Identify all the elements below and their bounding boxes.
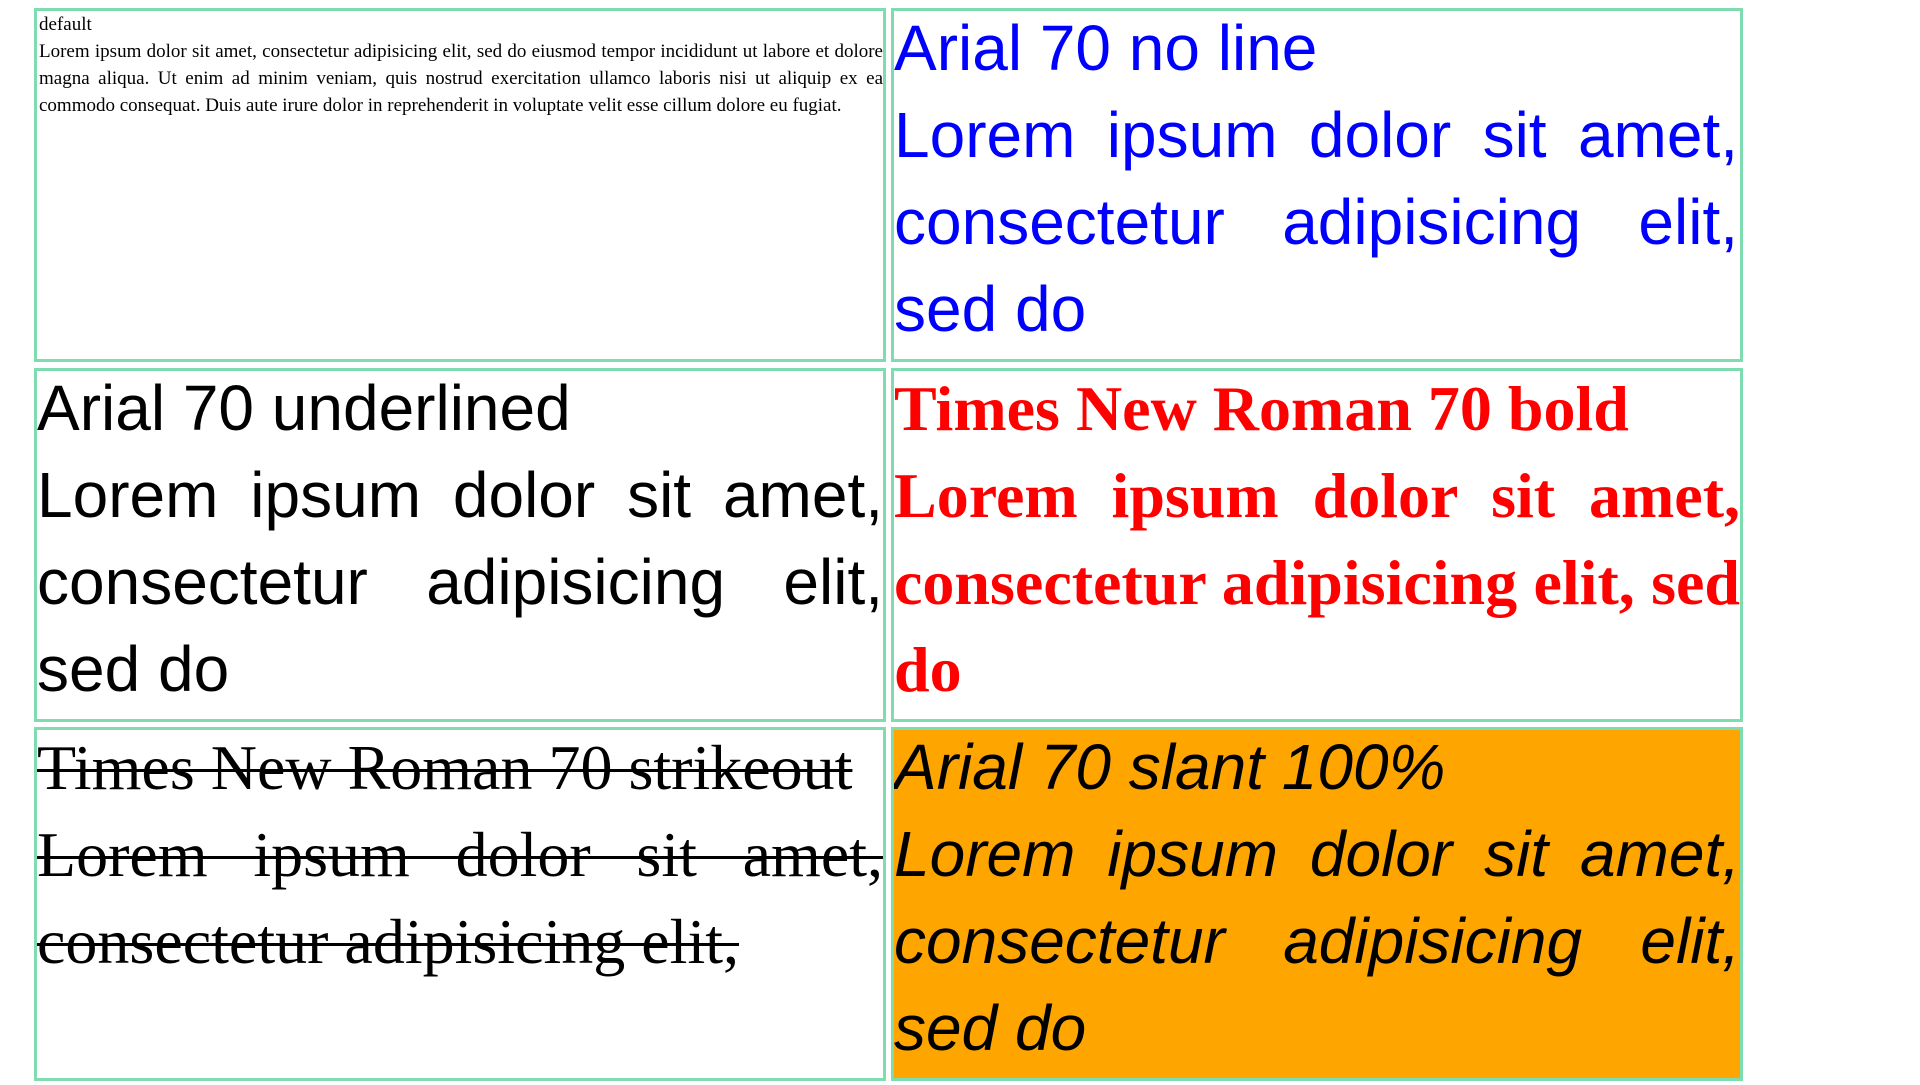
text-box-body: Lorem ipsum dolor sit amet, consectetur …	[894, 460, 1740, 705]
text-box-title: Times New Roman 70 bold	[894, 373, 1629, 444]
text-box-times-bold: Times New Roman 70 bold Lorem ipsum dolo…	[891, 368, 1743, 722]
text-box-title: Arial 70 underlined	[37, 372, 571, 444]
text-box-body: Lorem ipsum dolor sit amet, consectetur …	[894, 99, 1738, 345]
text-box-arial-no-line: Arial 70 no line Lorem ipsum dolor sit a…	[891, 8, 1743, 362]
text-box-body: Lorem ipsum dolor sit amet, consectetur …	[37, 819, 883, 977]
text-box-arial-underlined: Arial 70 underlined Lorem ipsum dolor si…	[34, 368, 886, 722]
text-box-arial-slant: Arial 70 slant 100% Lorem ipsum dolor si…	[891, 727, 1743, 1081]
text-box-title: Times New Roman 70 strikeout	[37, 732, 853, 803]
text-box-title: Arial 70 no line	[894, 12, 1318, 84]
text-box-times-strikeout: Times New Roman 70 strikeout Lorem ipsum…	[34, 727, 886, 1081]
text-box-title: default	[39, 14, 92, 35]
text-box-title: Arial 70 slant 100%	[894, 731, 1446, 803]
text-box-body: Lorem ipsum dolor sit amet, consectetur …	[39, 41, 883, 116]
text-box-body: Lorem ipsum dolor sit amet, consectetur …	[37, 459, 883, 705]
text-box-default: default Lorem ipsum dolor sit amet, cons…	[34, 8, 886, 362]
text-box-body: Lorem ipsum dolor sit amet, consectetur …	[894, 818, 1740, 1064]
